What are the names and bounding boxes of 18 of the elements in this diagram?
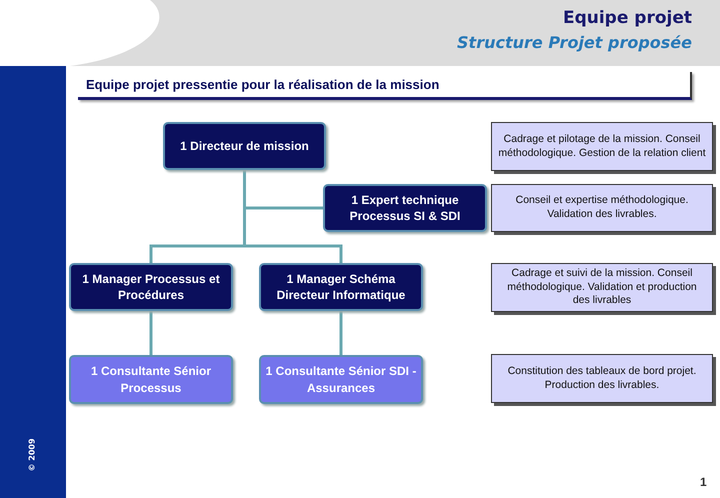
role-box: 1 Manager Processus et Procédures — [69, 263, 233, 311]
section-banner: Equipe projet pressentie pour la réalisation de la mission — [78, 72, 692, 100]
connector-line — [340, 311, 342, 355]
role-box: 1 Consultante Sénior Processus — [69, 355, 233, 404]
description-box: Constitution des tableaux de bord projet. Production des livrables. — [491, 354, 713, 403]
title: Equipe projet — [562, 8, 692, 28]
description-box: Conseil et expertise méthodologique. Validation des livrables. — [491, 184, 713, 232]
role-box: 1 Expert technique Processus SI & SDI — [323, 184, 487, 232]
description-box: Cadrage et pilotage de la mission. Conseil méthodologique. Gestion de la relation client — [491, 122, 713, 171]
role-box: 1 Directeur de mission — [163, 122, 326, 170]
copyright-note: © 2009 — [26, 437, 38, 474]
description-box: Cadrage et suivi de la mission. Conseil méthodologique. Validation et production des livrables — [491, 263, 713, 312]
role-box: 1 Manager Schéma Directeur Informatique — [259, 263, 423, 311]
subtitle: Structure Projet proposée — [457, 33, 692, 52]
page-number: 1 — [700, 475, 707, 489]
connector-line — [243, 170, 342, 263]
connector-line — [150, 311, 152, 355]
role-box: 1 Consultante Sénior SDI - Assurances — [259, 355, 423, 404]
